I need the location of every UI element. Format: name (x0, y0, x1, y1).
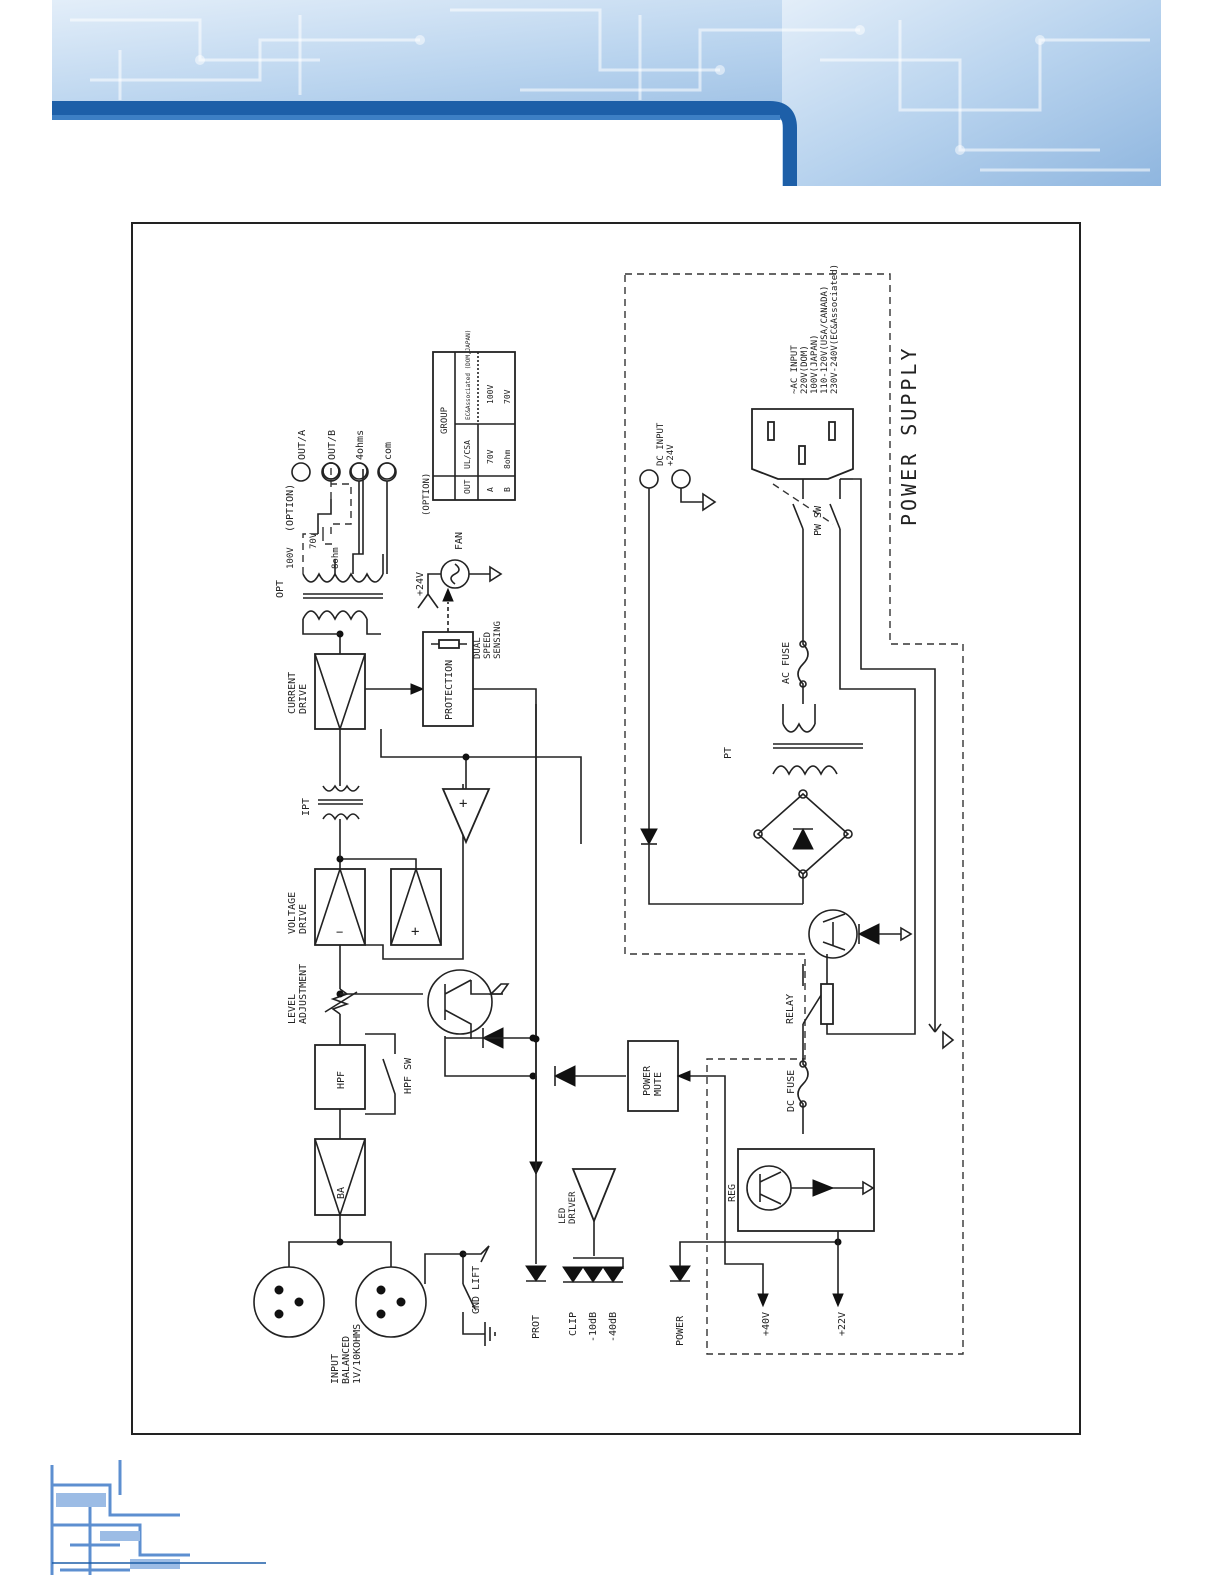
dual-speed-sensing-label: DUALSPEEDSENSING (473, 621, 503, 659)
led-driver-block (571, 1168, 617, 1224)
led-driver-label: LEDDRIVER (558, 1191, 578, 1224)
option-table-group-header: GROUP (440, 406, 450, 434)
voltage-drive-plus: + (411, 924, 419, 940)
mute-transistor (427, 969, 510, 1039)
bridge-rectifier (753, 789, 853, 904)
xlr-input-connectors (253, 1241, 427, 1338)
dc-fuse-label: DC FUSE (786, 1070, 797, 1112)
ipt-label: IPT (301, 798, 312, 816)
led-prot-label: PROT (531, 1315, 542, 1339)
option-table-cell: 8ohm (503, 450, 512, 469)
hpf-switch (365, 1033, 396, 1115)
out-b-label: OUT/B (327, 430, 338, 460)
header-banner (52, 0, 1161, 186)
pt-transformer (772, 704, 863, 776)
led-10db-label: -10dB (588, 1312, 599, 1342)
out-a-label: OUT/A (297, 430, 308, 460)
option-table-cell: 70V (503, 389, 512, 404)
level-adjustment-label: LEVELADJUSTMENT (287, 964, 309, 1024)
option-label: (OPTION) (285, 484, 296, 532)
led-clip-label: CLIP (568, 1312, 579, 1336)
level-adjustment-pot (324, 959, 358, 1015)
block-diagram-frame: INPUTBALANCED1V/10KOHMS GND LIFT BA HPF … (131, 222, 1081, 1435)
tap-100v-label: 100V (286, 547, 296, 569)
block-diagram: INPUTBALANCED1V/10KOHMS GND LIFT BA HPF … (253, 264, 964, 1384)
current-drive-block (314, 653, 366, 730)
pw-sw-label: PW SW (813, 505, 824, 536)
option-table-cell: B (503, 487, 512, 492)
pt-label: PT (723, 747, 734, 759)
option-table-cell: 100V (486, 385, 495, 404)
hpf-block (314, 1044, 366, 1110)
ba-block (314, 1138, 366, 1216)
relay-label: RELAY (785, 994, 796, 1024)
option-table-caption: (OPTION) (422, 473, 432, 516)
opt-transformer (302, 572, 384, 635)
voltage-drive-block (314, 868, 366, 946)
fan-24v-label: +24V (415, 572, 426, 596)
fan-icon (440, 559, 503, 589)
out-4ohms-label: 4ohms (355, 430, 366, 460)
output-terminals (322, 462, 396, 480)
current-drive-label: CURRENTDRIVE (287, 672, 309, 714)
option-table-cell: UL/CSA (463, 440, 472, 469)
gnd-lift-label: GND LIFT (471, 1266, 482, 1314)
voltage-drive-plus-block (390, 868, 442, 946)
dc-input-label: DC INPUT+24V (656, 422, 676, 466)
reg-block (737, 1148, 875, 1232)
option-table-cell: 70V (486, 449, 495, 464)
ac-input-label: ~AC INPUT 220V(DOM) 100V(JAPAN) 110-120V… (790, 264, 840, 394)
plus40v-label: +40V (761, 1312, 772, 1336)
regulator-transistor (746, 1165, 875, 1211)
power-switch (772, 478, 916, 764)
power-supply-title: POWER SUPPLY (897, 346, 921, 527)
opt-label: OPT (275, 580, 286, 598)
ba-label: BA (336, 1187, 347, 1199)
tap-8ohm-label: 8ohm (331, 547, 341, 569)
tap-70v-label: 70V (309, 532, 319, 549)
mute-diodes (444, 1027, 626, 1087)
out-com-label: com (383, 442, 394, 460)
gnd-lift-switch (424, 1245, 496, 1346)
status-leds (525, 1238, 842, 1283)
option-table-cell: EC&Associated (DOM,JAPAN) (465, 330, 472, 420)
ipt-transformer (318, 729, 363, 859)
power-supply-boundary (624, 273, 964, 1355)
option-table-cell: A (486, 487, 495, 492)
voltage-drive-minus: − (336, 925, 343, 939)
dc-input-terminals (639, 469, 803, 905)
svg-text:+: + (459, 796, 467, 812)
option-table (432, 351, 516, 501)
sensing-resistor (431, 639, 467, 649)
ac-fuse-label: AC FUSE (781, 642, 792, 684)
power-mute-block (627, 1040, 679, 1112)
dc-fuse (797, 1024, 809, 1134)
relay-switch (802, 764, 916, 1035)
plus22v-label: +22V (837, 1312, 848, 1336)
led-power-label: POWER (675, 1315, 686, 1346)
output-terminals-row (291, 462, 397, 574)
feedback-amp: + (441, 757, 491, 845)
hpf-label: HPF (336, 1071, 347, 1089)
protection-label: PROTECTION (444, 660, 455, 720)
reg-label: REG (727, 1184, 738, 1202)
power-mute-label: POWERMUTE (642, 1065, 664, 1096)
ac-fuse (797, 529, 809, 704)
fan-label: FAN (454, 532, 465, 550)
footer-circuit-art (50, 1460, 266, 1575)
option-table-cell: OUT (463, 479, 472, 494)
input-label: INPUTBALANCED1V/10KOHMS (330, 1324, 363, 1384)
ac-inlet-icon (751, 408, 854, 480)
led-40db-label: -40dB (608, 1312, 619, 1342)
relay-driver-transistor (808, 909, 913, 959)
hpf-sw-label: HPF SW (403, 1057, 414, 1094)
voltage-drive-label: VOLTAGEDRIVE (287, 892, 309, 934)
